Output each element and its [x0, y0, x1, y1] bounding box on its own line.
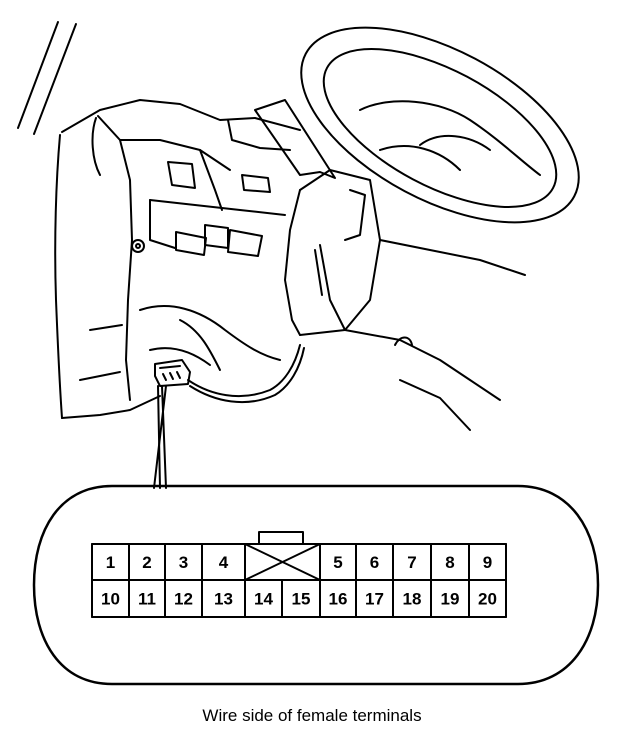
terminal-number: 17 — [365, 590, 384, 609]
terminal-number: 13 — [214, 590, 233, 609]
terminal-number: 20 — [478, 590, 497, 609]
terminal-number: 3 — [179, 553, 188, 572]
terminal-number: 7 — [407, 553, 416, 572]
terminal-number: 16 — [329, 590, 348, 609]
terminal-number: 6 — [370, 553, 379, 572]
terminal-number: 9 — [483, 553, 492, 572]
windshield-pillar — [17, 21, 77, 135]
terminal-number: 18 — [403, 590, 422, 609]
terminal-number: 5 — [333, 553, 342, 572]
steering-column — [254, 99, 526, 431]
terminal-number: 11 — [138, 590, 156, 609]
steering-wheel — [300, 26, 580, 224]
terminal-number: 14 — [254, 590, 273, 609]
terminal-number: 15 — [292, 590, 311, 609]
terminal-number: 2 — [142, 553, 151, 572]
dashboard-outline — [54, 99, 301, 419]
terminal-number: 8 — [445, 553, 454, 572]
dash-connector — [154, 344, 305, 404]
terminal-number: 10 — [101, 590, 120, 609]
diagram-caption: Wire side of female terminals — [202, 706, 422, 725]
leader-arrow — [153, 385, 167, 489]
terminal-number: 1 — [106, 553, 115, 572]
terminal-number: 12 — [174, 590, 193, 609]
terminal-number: 19 — [441, 590, 460, 609]
terminal-number: 4 — [219, 553, 229, 572]
terminal-grid — [91, 543, 507, 618]
